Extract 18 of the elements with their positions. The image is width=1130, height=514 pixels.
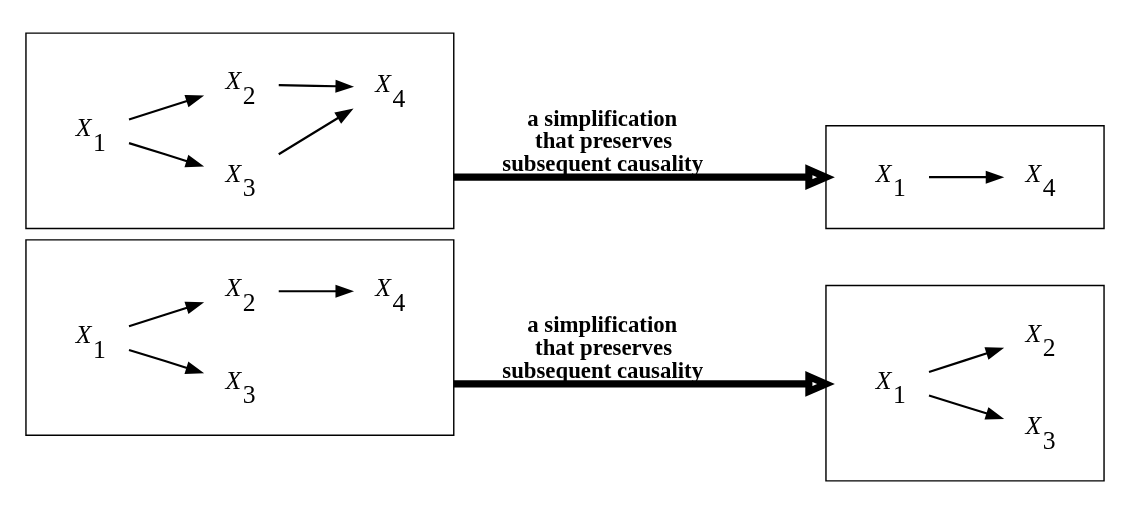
arrow	[928, 394, 1005, 420]
cluster	[825, 125, 1105, 230]
arrow	[453, 164, 835, 191]
cluster	[825, 284, 1105, 482]
arrow	[128, 348, 205, 374]
edge-label: a simplification that preserves subsequent causality	[502, 105, 704, 177]
arrow	[278, 284, 355, 298]
edge-label: a simplification that preserves subsequent causality	[502, 312, 704, 383]
cluster	[25, 32, 455, 230]
arrow	[128, 142, 205, 168]
arrow	[278, 108, 354, 156]
arrow	[128, 301, 205, 328]
arrow	[128, 94, 205, 121]
cluster	[25, 239, 455, 436]
arrow	[453, 370, 835, 397]
arrow	[929, 170, 1005, 184]
arrow	[278, 79, 355, 93]
arrow	[928, 347, 1005, 373]
